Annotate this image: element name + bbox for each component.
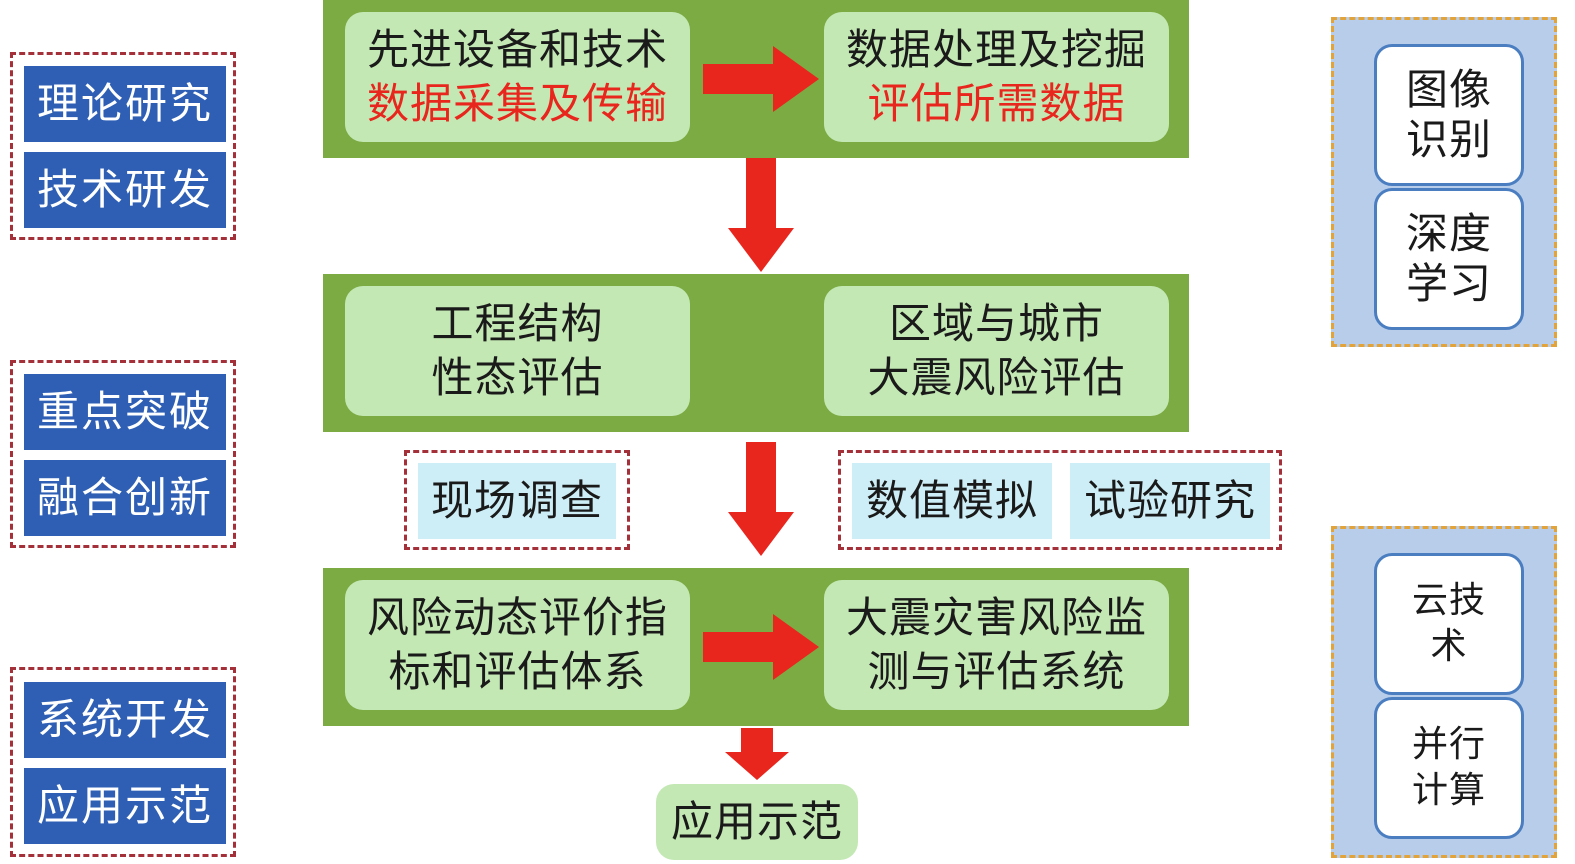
tech-card-deep-learning-line1: 深度 [1405, 209, 1492, 258]
label-system-development: 系统开发 [24, 682, 226, 758]
tech-card-cloud-line2: 术 [1430, 626, 1468, 667]
box-regional-risk: 区域与城市 大震风险评估 [824, 286, 1169, 416]
label-application-demo: 应用示范 [24, 768, 226, 844]
box-structure-performance: 工程结构 性态评估 [345, 286, 690, 416]
box-data-processing-line2: 评估所需数据 [867, 79, 1126, 128]
box-dynamic-evaluation-line1: 风险动态评价指 [366, 593, 668, 642]
method-group-field: 现场调查 [404, 450, 630, 550]
stage-system: 风险动态评价指 标和评估体系 大震灾害风险监 测与评估系统 [323, 568, 1189, 726]
box-advanced-equipment-line2: 数据采集及传输 [366, 79, 668, 128]
box-monitoring-system: 大震灾害风险监 测与评估系统 [824, 580, 1169, 710]
box-data-processing: 数据处理及挖掘 评估所需数据 [824, 12, 1169, 142]
box-dynamic-evaluation: 风险动态评价指 标和评估体系 [345, 580, 690, 710]
label-fusion-innovation: 融合创新 [24, 460, 226, 536]
label-tech-development: 技术研发 [24, 152, 226, 228]
arrow-down-1 [728, 158, 794, 272]
box-monitoring-system-line1: 大震灾害风险监 [845, 593, 1147, 642]
tech-panel-ai: 图像 识别 深度 学习 [1331, 17, 1557, 347]
tech-card-cloud: 云技 术 [1374, 553, 1524, 695]
tech-card-deep-learning: 深度 学习 [1374, 188, 1524, 330]
method-group-simulation: 数值模拟 试验研究 [838, 450, 1282, 550]
arrow-down-2 [728, 442, 794, 556]
box-dynamic-evaluation-line2: 标和评估体系 [388, 647, 647, 696]
tech-card-parallel-line2: 计算 [1411, 770, 1486, 811]
tech-panel-computing: 云技 术 并行 计算 [1331, 526, 1557, 858]
arrow-right-stage3 [703, 614, 819, 680]
tech-card-image-recognition-line2: 识别 [1405, 115, 1492, 164]
left-group-application: 系统开发 应用示范 [10, 667, 236, 857]
tech-card-image-recognition-line1: 图像 [1405, 65, 1492, 114]
stage-data-acquisition: 先进设备和技术 数据采集及传输 数据处理及挖掘 评估所需数据 [323, 0, 1189, 158]
tech-card-cloud-line1: 云技 [1411, 580, 1486, 621]
label-numerical-simulation: 数值模拟 [852, 463, 1052, 539]
box-regional-risk-line1: 区域与城市 [888, 299, 1104, 348]
box-structure-performance-line1: 工程结构 [431, 299, 604, 348]
tech-card-parallel-line1: 并行 [1411, 724, 1486, 765]
box-monitoring-system-line2: 测与评估系统 [867, 647, 1126, 696]
arrow-right-stage1 [703, 46, 819, 112]
arrow-down-3 [725, 728, 789, 780]
tech-card-image-recognition: 图像 识别 [1374, 44, 1524, 186]
left-group-research: 理论研究 技术研发 [10, 52, 236, 240]
label-field-survey: 现场调查 [418, 463, 616, 539]
tech-card-parallel: 并行 计算 [1374, 697, 1524, 839]
box-regional-risk-line2: 大震风险评估 [867, 353, 1126, 402]
label-key-breakthrough: 重点突破 [24, 374, 226, 450]
label-theory-research: 理论研究 [24, 66, 226, 142]
box-data-processing-line1: 数据处理及挖掘 [845, 25, 1147, 74]
box-application-demo: 应用示范 [656, 784, 858, 860]
tech-card-deep-learning-line2: 学习 [1405, 259, 1492, 308]
label-experimental-study: 试验研究 [1070, 463, 1270, 539]
box-advanced-equipment: 先进设备和技术 数据采集及传输 [345, 12, 690, 142]
left-group-breakthrough: 重点突破 融合创新 [10, 360, 236, 548]
box-advanced-equipment-line1: 先进设备和技术 [366, 25, 668, 74]
stage-risk-assessment: 工程结构 性态评估 区域与城市 大震风险评估 [323, 274, 1189, 432]
box-structure-performance-line2: 性态评估 [431, 353, 604, 402]
